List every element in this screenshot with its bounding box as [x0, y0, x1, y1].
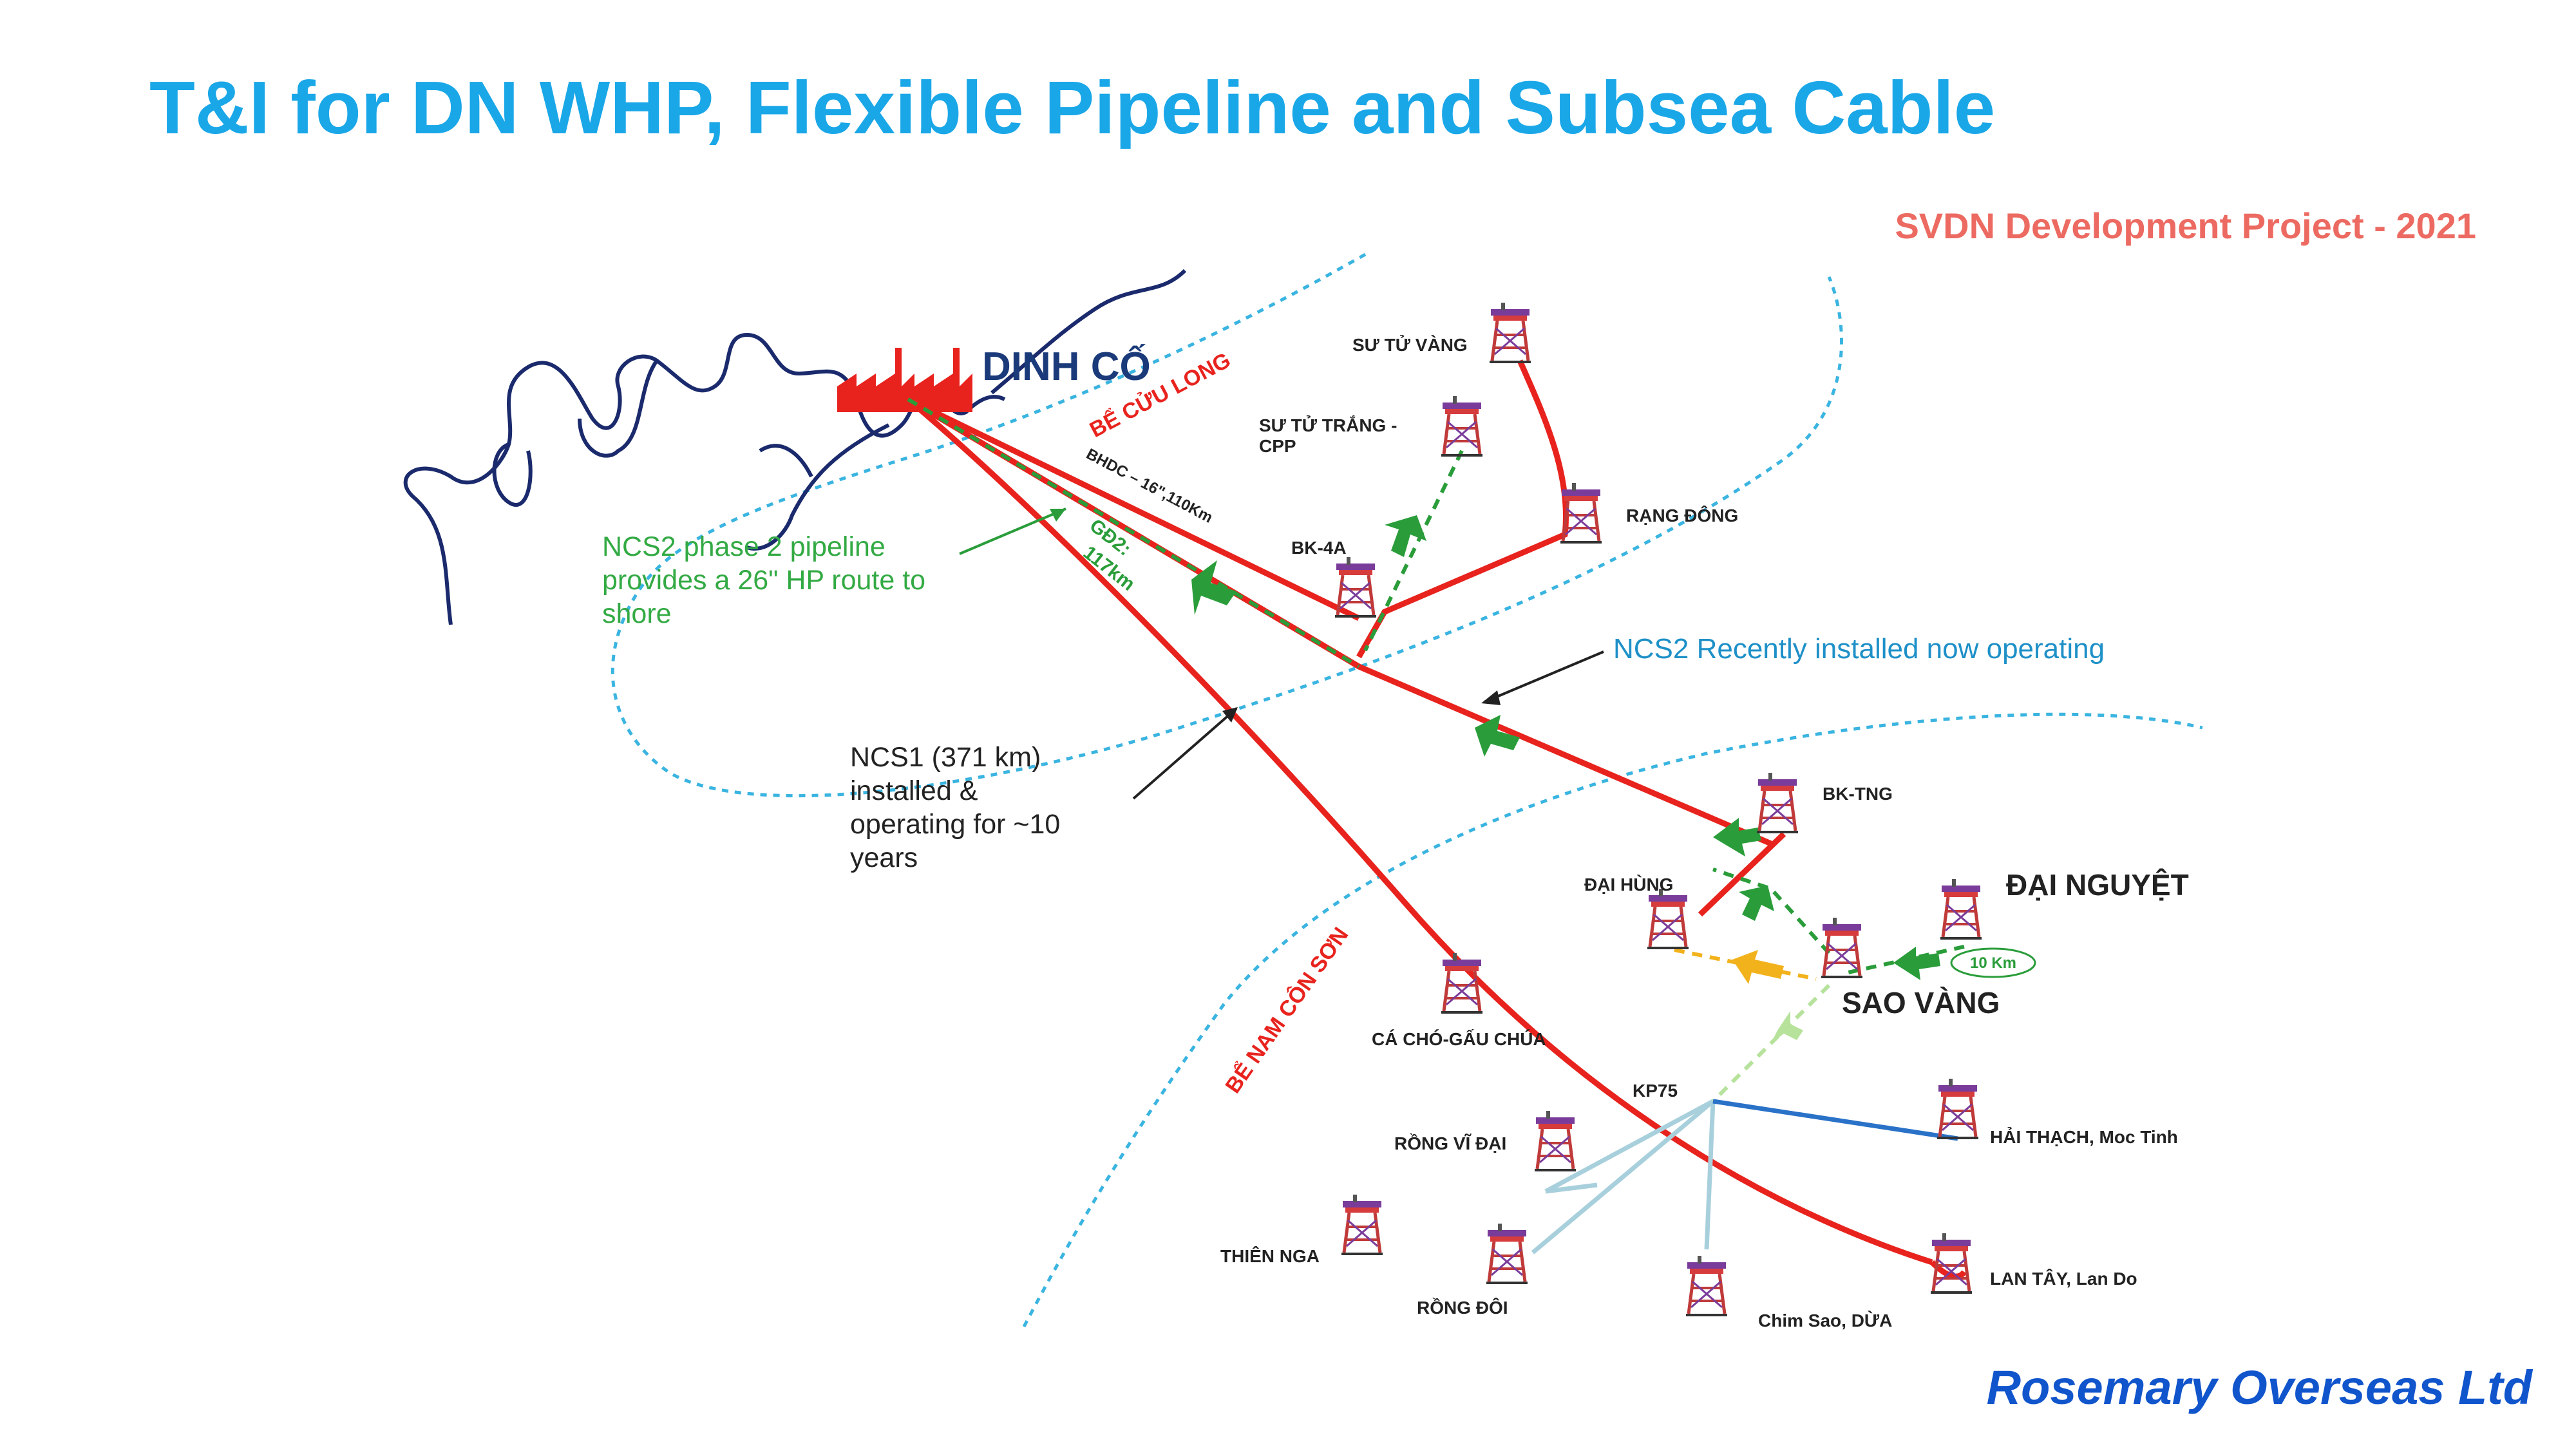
label-ca-cho: CÁ CHÓ-GẤU CHÚA	[1372, 1029, 1546, 1049]
label-bk4a: BK-4A	[1291, 538, 1347, 558]
bhdc-pipeline	[907, 396, 1360, 621]
project-subtitle: SVDN Development Project - 2021	[1895, 205, 2476, 246]
ncs1-note-line4: years	[850, 842, 918, 873]
ncs2-recent-pointer	[1484, 650, 1604, 703]
distance-label: 10 Km	[1970, 954, 2016, 972]
platform-icon-chim-sao	[1686, 1256, 1727, 1315]
terminal-label: DINH CỐ	[982, 345, 1151, 389]
ncs1-note-line1: NCS1 (371 km)	[850, 742, 1041, 773]
platform-icon-su-tu-trang	[1441, 396, 1482, 455]
ncs2-phase2-pointer	[959, 507, 1066, 555]
label-chim-sao: Chim Sao, DỪA	[1758, 1311, 1892, 1331]
label-dai-hung: ĐẠI HÙNG	[1584, 875, 1673, 895]
label-kp75: KP75	[1633, 1081, 1678, 1101]
ncs2-phase2-note-line1: NCS2 phase 2 pipeline	[602, 531, 886, 562]
basin-boundary-north	[611, 252, 1844, 798]
label-thien-nga: THIÊN NGA	[1220, 1246, 1320, 1266]
ncs1-pointer	[1132, 707, 1238, 800]
sao-vang-bk-tng-line	[1712, 867, 1831, 955]
platform-icon-rang-dong	[1560, 483, 1602, 542]
company-name: Rosemary Overseas Ltd	[1986, 1361, 2532, 1414]
subsea-cables	[1531, 1099, 1716, 1255]
ncs1-note-line3: operating for ~10	[850, 809, 1060, 840]
ncs2-recent-note: NCS2 Recently installed now operating	[1613, 633, 2105, 665]
ncs2-pipeline	[906, 397, 1772, 847]
label-su-tu-trang-2: CPP	[1259, 436, 1296, 456]
coastline	[403, 269, 1187, 625]
ncs1-note-line2: installed &	[850, 775, 978, 806]
label-su-tu-vang: SƯ TỬ VÀNG	[1352, 334, 1468, 355]
label-rang-dong: RẠNG ĐÔNG	[1626, 505, 1738, 526]
label-hai-thach: HẢI THẠCH, Moc Tinh	[1990, 1126, 2178, 1147]
ncs1-pipeline	[906, 397, 1933, 1265]
platform-icon-su-tu-vang	[1490, 303, 1531, 362]
label-rong-doi: RỒNG ĐÔI	[1417, 1297, 1508, 1318]
platform-icon-dai-hung	[1647, 889, 1689, 948]
factory-icon	[837, 348, 972, 412]
label-dai-nguyet: ĐẠI NGUYỆT	[2006, 868, 2189, 902]
yellow-arrow	[1732, 950, 1784, 984]
basin-label-nam-con-son: BỂ NAM CÔN SƠN	[1220, 923, 1354, 1098]
ncs2-phase2-note-line3: shore	[602, 598, 672, 629]
platform-icon-hai-thach	[1937, 1079, 1978, 1138]
platform-icon-dai-nguyet	[1940, 879, 1982, 938]
platform-icon-rong-vi-dai	[1535, 1111, 1576, 1170]
label-lan-tay: LAN TÂY, Lan Do	[1990, 1269, 2137, 1289]
label-sao-vang: SAO VÀNG	[1842, 986, 2000, 1019]
light-green-arrow	[1771, 1011, 1803, 1043]
bk-tng-pipeline	[1698, 831, 1786, 917]
ncs2-phase2-note-line2: provides a 26" HP route to	[602, 565, 925, 596]
platform-icon-rong-doi	[1486, 1224, 1528, 1283]
gd2-pipeline	[907, 397, 1360, 668]
platform-icon-thien-nga	[1341, 1195, 1383, 1254]
platform-icon-lan-tay	[1931, 1233, 1972, 1293]
platform-icon-sao-vang	[1821, 918, 1862, 977]
platform-icon-ca-cho	[1441, 953, 1482, 1012]
label-rong-vi-dai: RỒNG VĨ ĐẠI	[1394, 1133, 1506, 1153]
hai-thach-cable	[1712, 1099, 1958, 1141]
label-su-tu-trang-1: SƯ TỬ TRẮNG -	[1259, 415, 1397, 435]
basin-boundary-south	[1022, 712, 2203, 1328]
platform-icon-bk4a	[1335, 557, 1376, 616]
flow-arrows	[1191, 515, 1940, 980]
platform-icon-bk-tng	[1757, 773, 1798, 832]
label-bk-tng: BK-TNG	[1823, 784, 1893, 804]
distance-oval	[1950, 947, 2036, 978]
su-tu-trang-line	[1363, 450, 1464, 652]
page-title: T&I for DN WHP, Flexible Pipeline and Su…	[149, 66, 1996, 149]
